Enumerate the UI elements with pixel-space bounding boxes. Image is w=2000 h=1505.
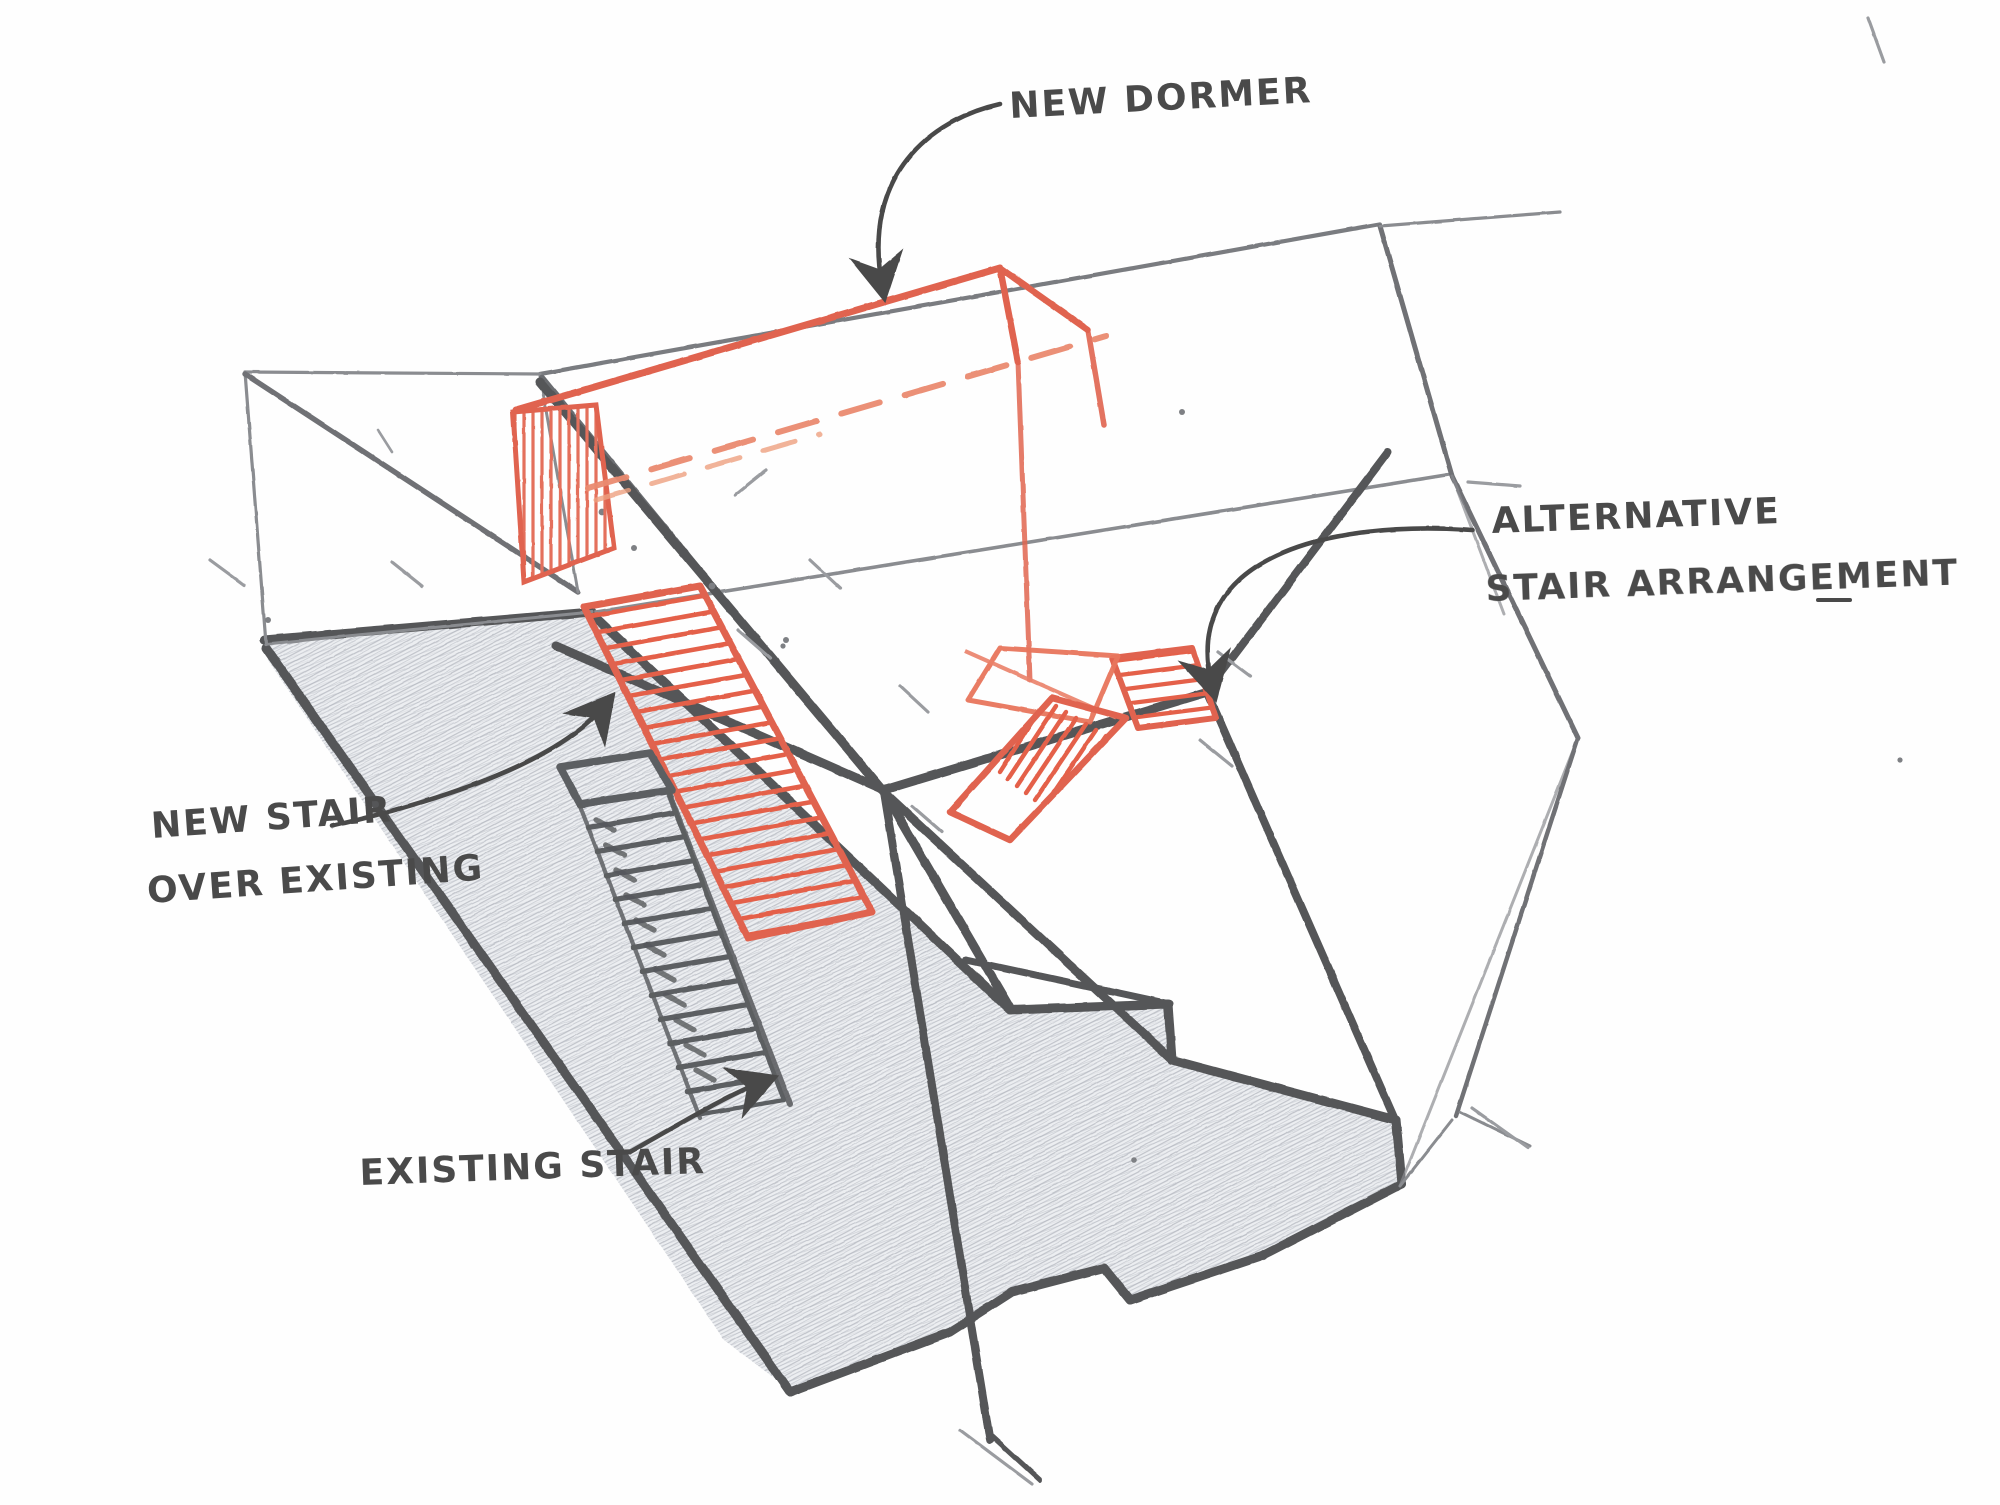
annotation-alternative-stair-line1: ALTERNATIVE [1491, 491, 1782, 542]
stray-dot-4 [783, 637, 789, 643]
tick-9 [1198, 738, 1234, 768]
roof-right-edge [1450, 474, 1506, 616]
dormer-top-front-edge [512, 264, 1004, 414]
stray-dot-6 [265, 617, 271, 623]
alt-stair-lower-outline [946, 694, 1130, 844]
stray-dot-2 [631, 545, 637, 551]
construction-ticks [208, 16, 1886, 1486]
stray-dot-8 [1897, 757, 1903, 763]
dormer-right-post [1015, 359, 1033, 683]
floor-outline-rear-diagonal [587, 609, 1015, 1015]
roof-right-eave-lower [1453, 735, 1581, 1119]
leader-alternative-stair [1177, 526, 1475, 703]
dormer-right-return [1085, 327, 1107, 428]
stair-nosings [593, 817, 717, 1083]
roof-left-edge [243, 370, 268, 646]
roof-left-hip-top [243, 370, 542, 376]
roof-right-wall [1398, 736, 1580, 1188]
alt-stair-group [946, 645, 1219, 844]
stray-dot-9 [1131, 1157, 1137, 1163]
alt-stair-landing [965, 645, 1121, 725]
roof-front-eave [264, 610, 594, 646]
annotation-alternative-stair-line2: STAIR ARRANGEMENT [1485, 552, 1960, 610]
red-stair-run [580, 582, 876, 942]
tick-14 [376, 428, 394, 454]
tick-6 [898, 684, 930, 714]
red-stair-outline [580, 582, 876, 942]
tick-11 [1470, 1106, 1530, 1150]
dormer-top-back-edge [996, 264, 1092, 334]
roof-right-hip-c [1449, 473, 1581, 741]
dormer-cheek-outline [510, 402, 617, 586]
dormer-ridge [996, 264, 1022, 366]
dormer-hidden-ridge-2 [593, 431, 823, 503]
wall-lower-cross [883, 791, 1175, 1063]
floor-shading-overlay [264, 612, 1400, 1390]
wall-right-lower [1204, 690, 1400, 1126]
annotation-new-dormer-label: NEW DORMER [1008, 70, 1313, 127]
internal-partitions [535, 377, 1400, 1483]
grey-stair-run [556, 749, 793, 1121]
stray-dot-3 [708, 582, 716, 590]
floor-outline-front [261, 643, 795, 1397]
wall-lower-left [962, 956, 1174, 1008]
dormer-hidden-ridge [585, 333, 1109, 491]
annotation-new-stair-line1: NEW STAIR [150, 789, 394, 847]
leader-new-dormer [849, 101, 1003, 304]
wall-to-base [880, 788, 994, 1444]
leader-new-stair [329, 691, 616, 829]
tick-12 [958, 1428, 1034, 1486]
wall-bottom-spur [989, 1433, 1043, 1483]
leader-existing-stair [627, 1067, 780, 1155]
tick-13 [1866, 16, 1886, 64]
wall-right-vertical [1204, 448, 1392, 694]
tick-7 [910, 804, 944, 834]
tick-4 [808, 558, 842, 590]
annotation-alternative-stair: ALTERNATIVE STAIR ARRANGEMENT [1485, 491, 1960, 610]
stray-dot-5 [780, 643, 786, 649]
leader-lines [329, 101, 1852, 1155]
alt-stair-upper-outline [1109, 645, 1219, 731]
stair-stringer-left [577, 803, 703, 1121]
stair-stringer-right [665, 788, 793, 1107]
floor-outline-bottom [785, 1179, 1407, 1397]
tick-3 [733, 468, 768, 497]
tick-10 [1466, 480, 1522, 488]
stray-dot-7 [1179, 409, 1185, 415]
roof-right-hip-a [1377, 223, 1455, 479]
roof-right-hip-b [1378, 210, 1562, 228]
roof-ridge [537, 221, 1383, 377]
tick-1 [208, 558, 246, 587]
annotation-new-dormer: NEW DORMER [1008, 70, 1313, 127]
tick-2 [390, 560, 424, 588]
stairwell-opening [556, 749, 676, 808]
tick-5 [736, 628, 772, 660]
roof-right-spur-2 [1398, 1118, 1454, 1188]
